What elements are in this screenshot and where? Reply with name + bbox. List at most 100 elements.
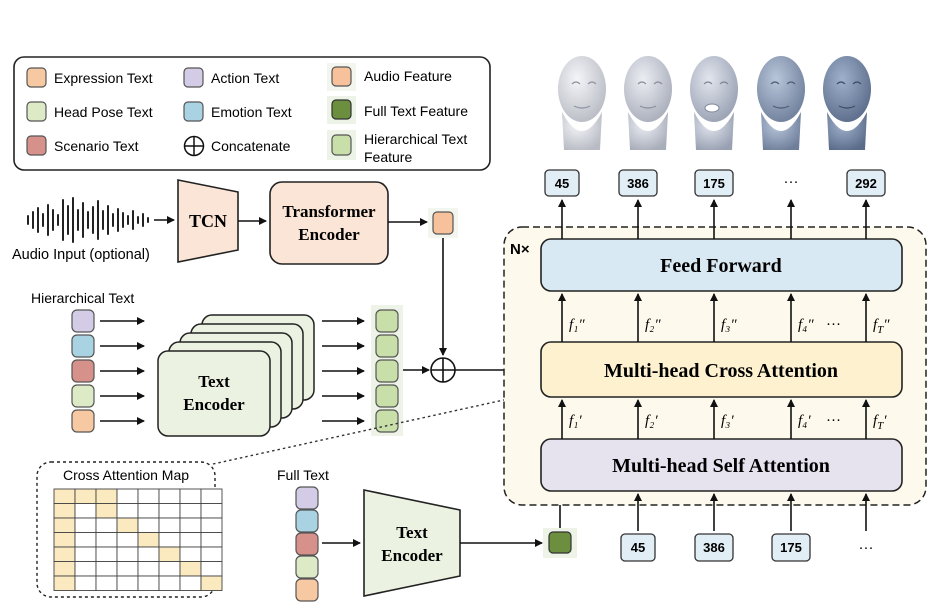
hier-feature-1 bbox=[375, 309, 399, 333]
legend-swatch-head-pose bbox=[26, 101, 47, 122]
attention-cell bbox=[53, 532, 76, 548]
attention-cell bbox=[53, 517, 76, 533]
attention-cell bbox=[179, 546, 202, 562]
attention-cell bbox=[116, 575, 139, 591]
attention-cell bbox=[53, 575, 76, 591]
attention-cell bbox=[53, 546, 76, 562]
attention-cell bbox=[116, 488, 139, 504]
feed-forward-label: Feed Forward bbox=[660, 255, 782, 277]
attention-cell bbox=[53, 503, 76, 519]
output-token-5 bbox=[846, 169, 886, 197]
cross-attention-map-title: Cross Attention Map bbox=[63, 467, 189, 483]
hier-token-expression bbox=[71, 409, 95, 433]
attention-cell bbox=[137, 503, 160, 519]
attention-cell bbox=[116, 561, 139, 577]
hier-token-action bbox=[71, 309, 95, 333]
legend-label-concatenate: Concatenate bbox=[211, 138, 291, 154]
feature-double-prime-4: f₄″ bbox=[798, 317, 814, 333]
legend-swatch-audio-feature bbox=[331, 66, 352, 87]
attention-cell bbox=[158, 546, 181, 562]
attention-cell bbox=[200, 517, 223, 533]
feature-double-prime-2: f₂″ bbox=[645, 317, 661, 333]
repeat-label: N× bbox=[510, 241, 530, 258]
attention-cell bbox=[158, 575, 181, 591]
transformer-encoder-block: Transformer Encoder bbox=[269, 181, 389, 265]
legend-swatch-full-text-feature bbox=[331, 99, 352, 120]
circle-plus-icon bbox=[183, 135, 205, 157]
self-attention-block bbox=[540, 438, 903, 492]
attention-cell bbox=[116, 546, 139, 562]
full-token-head-pose bbox=[295, 555, 319, 579]
output-token-2 bbox=[618, 169, 658, 197]
legend-label-full-text-feature: Full Text Feature bbox=[364, 103, 468, 119]
cross-attention-block bbox=[540, 341, 903, 398]
attention-cell bbox=[179, 503, 202, 519]
transformer-encoder-label-2: Encoder bbox=[298, 225, 360, 244]
feature-prime-1: f₁′ bbox=[569, 413, 582, 429]
feature-double-prime-1: f₁″ bbox=[569, 317, 585, 333]
input-token-2 bbox=[694, 533, 734, 562]
legend-label-emotion: Emotion Text bbox=[211, 104, 292, 120]
hier-feature-4 bbox=[375, 384, 399, 408]
attention-grid bbox=[53, 488, 223, 591]
hier-feature-3 bbox=[375, 359, 399, 383]
input-token-1 bbox=[620, 533, 656, 562]
hierarchical-encoder-label-2: Encoder bbox=[183, 395, 245, 414]
hier-feature-2 bbox=[375, 334, 399, 358]
feature-prime-ellipsis: ··· bbox=[826, 413, 841, 429]
cross-attention-label: Multi-head Cross Attention bbox=[604, 360, 838, 382]
attention-cell bbox=[200, 488, 223, 504]
legend-swatch-expression bbox=[26, 67, 47, 88]
attention-cell bbox=[158, 561, 181, 577]
legend-label-hierarchical-feature-1: Hierarchical Text bbox=[364, 131, 467, 147]
legend-box: Expression Text Action Text Audio Featur… bbox=[13, 56, 491, 171]
attention-cell bbox=[137, 546, 160, 562]
full-text-feature-token bbox=[548, 531, 572, 554]
concatenate-icon bbox=[430, 357, 456, 383]
face-render-2-icon bbox=[624, 56, 672, 150]
hierarchical-text-encoder-stack: Text Encoder bbox=[157, 314, 315, 437]
feature-prime-3: f₃′ bbox=[721, 413, 734, 429]
attention-cell bbox=[74, 532, 97, 548]
legend-label-hierarchical-feature-2: Feature bbox=[364, 149, 412, 165]
attention-cell bbox=[95, 561, 118, 577]
feature-double-prime-ellipsis: ··· bbox=[826, 317, 841, 333]
attention-cell bbox=[116, 503, 139, 519]
legend-swatch-emotion bbox=[183, 101, 204, 122]
attention-cell bbox=[53, 561, 76, 577]
full-token-scenario bbox=[295, 532, 319, 556]
output-token-3-label: 175 bbox=[703, 176, 725, 191]
attention-cell bbox=[74, 503, 97, 519]
attention-cell bbox=[95, 575, 118, 591]
hier-token-scenario bbox=[71, 359, 95, 383]
attention-cell bbox=[179, 532, 202, 548]
legend-swatch-hierarchical-feature bbox=[331, 134, 352, 156]
feature-prime-t: fT′ bbox=[873, 413, 887, 432]
hierarchical-encoder-label-1: Text bbox=[198, 372, 230, 391]
input-token-1-label: 45 bbox=[631, 540, 645, 555]
attention-cell bbox=[200, 575, 223, 591]
full-token-emotion bbox=[295, 509, 319, 533]
attention-cell bbox=[137, 517, 160, 533]
hier-token-emotion bbox=[71, 334, 95, 358]
attention-cell bbox=[116, 517, 139, 533]
attention-cell bbox=[158, 503, 181, 519]
input-token-3-label: 175 bbox=[780, 540, 802, 555]
attention-cell bbox=[200, 561, 223, 577]
attention-cell bbox=[74, 561, 97, 577]
attention-cell bbox=[95, 546, 118, 562]
legend-label-scenario: Scenario Text bbox=[54, 138, 139, 154]
attention-cell bbox=[158, 532, 181, 548]
attention-cell bbox=[74, 488, 97, 504]
attention-cell bbox=[179, 561, 202, 577]
input-token-ellipsis: ··· bbox=[859, 539, 874, 556]
attention-cell bbox=[53, 488, 76, 504]
legend-label-expression: Expression Text bbox=[54, 70, 153, 86]
feature-prime-4: f₄′ bbox=[798, 413, 811, 429]
output-token-5-label: 292 bbox=[855, 176, 877, 191]
attention-cell bbox=[158, 488, 181, 504]
attention-cell bbox=[74, 517, 97, 533]
attention-cell bbox=[137, 532, 160, 548]
legend-swatch-action bbox=[183, 67, 204, 88]
